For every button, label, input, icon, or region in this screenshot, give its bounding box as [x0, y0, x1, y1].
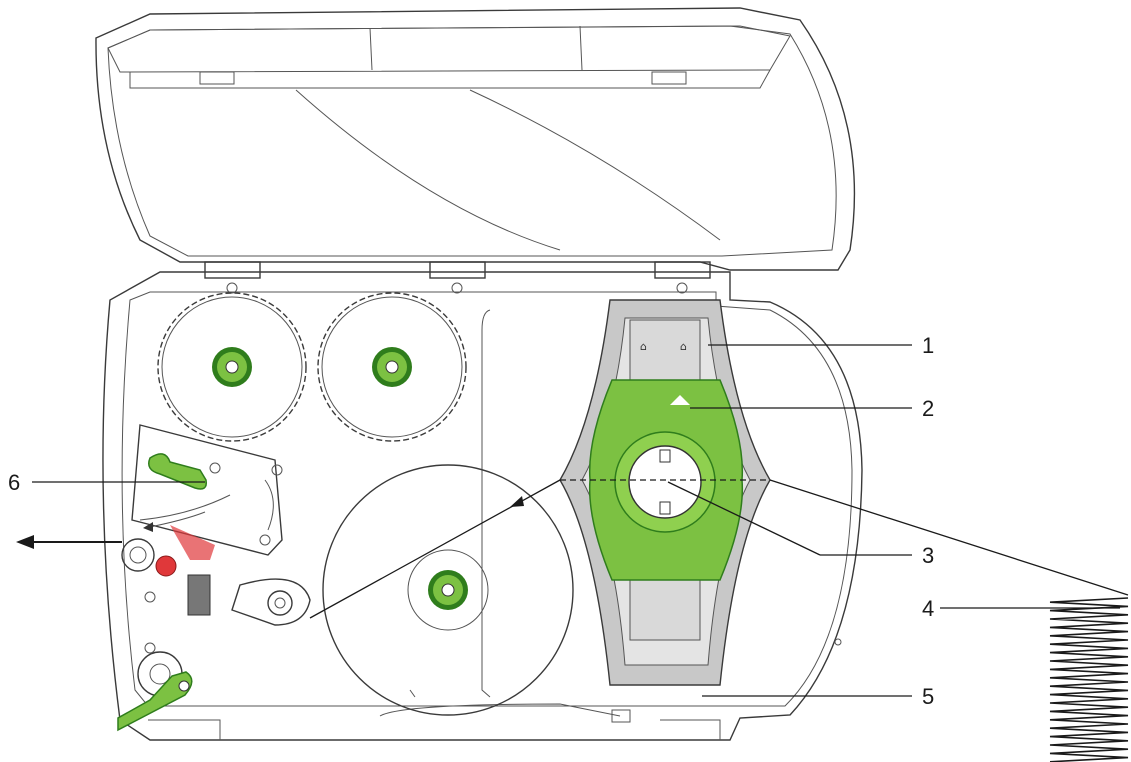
green-peel-lever: [117, 671, 193, 732]
lid-hinges: [204, 261, 711, 294]
print-head-assembly: [117, 424, 311, 732]
fanfold-zigzag: [1049, 597, 1129, 762]
internal-rewinder: [322, 464, 574, 716]
callout-6: 6: [8, 470, 20, 495]
svg-text:⌂: ⌂: [640, 340, 647, 353]
callout-5: 5: [922, 684, 934, 709]
fanfold-label-stack: [1049, 597, 1129, 762]
callout-1: 1: [922, 333, 934, 358]
ribbon-roll-right: [317, 292, 467, 442]
label-roll-holder: ⌂ ⌂: [559, 299, 771, 686]
ribbon-roll-left: [157, 292, 307, 442]
label-web-path: [16, 479, 1129, 619]
printer-body: [102, 271, 863, 741]
print-head-lever: [148, 453, 208, 490]
red-thumb-wheel: [155, 555, 177, 577]
callout-4: 4: [922, 596, 934, 621]
callout-leaders: [32, 344, 1120, 697]
callout-3: 3: [922, 543, 934, 568]
svg-text:⌂: ⌂: [680, 340, 687, 353]
callout-2: 2: [922, 396, 934, 421]
printer-lid: [95, 7, 856, 271]
